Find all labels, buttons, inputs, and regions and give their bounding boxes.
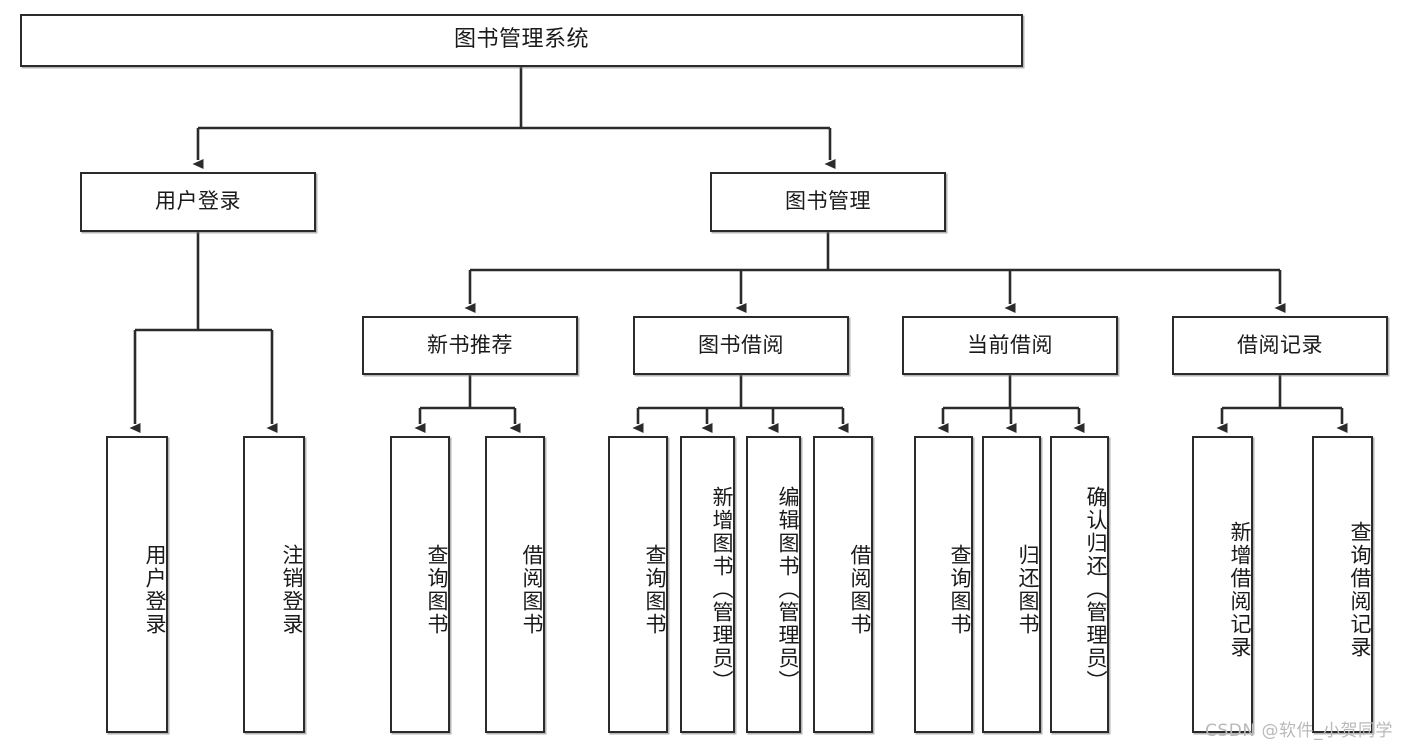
node-leaf-edit-book-admin[interactable]: 编辑图书（管理员） xyxy=(746,436,801,733)
node-leaf-edit-book-admin-label: 编辑图书（管理员） xyxy=(776,486,800,693)
node-leaf-query-book-2[interactable]: 查询图书 xyxy=(608,436,668,733)
node-leaf-query-book-1-label: 查询图书 xyxy=(425,543,449,636)
node-user-login[interactable]: 用户登录 xyxy=(80,172,316,232)
node-leaf-user-login-label: 用户登录 xyxy=(143,543,167,636)
node-leaf-borrow-book-2[interactable]: 借阅图书 xyxy=(813,436,873,733)
node-leaf-add-book-admin[interactable]: 新增图书（管理员） xyxy=(680,436,735,733)
node-borrow-record-label: 借阅记录 xyxy=(1237,332,1323,357)
node-leaf-add-borrow-record-label: 新增借阅记录 xyxy=(1228,520,1252,659)
node-leaf-confirm-return-admin-label: 确认归还（管理员） xyxy=(1084,486,1108,693)
node-leaf-logout[interactable]: 注销登录 xyxy=(243,436,305,733)
node-leaf-return-book[interactable]: 归还图书 xyxy=(982,436,1041,733)
node-borrow-record[interactable]: 借阅记录 xyxy=(1172,316,1388,375)
node-leaf-logout-label: 注销登录 xyxy=(280,543,304,636)
node-leaf-query-borrow-record[interactable]: 查询借阅记录 xyxy=(1312,436,1373,733)
node-leaf-borrow-book-1-label: 借阅图书 xyxy=(520,543,544,636)
node-leaf-confirm-return-admin[interactable]: 确认归还（管理员） xyxy=(1050,436,1109,733)
node-leaf-add-book-admin-label: 新增图书（管理员） xyxy=(710,486,734,693)
node-leaf-query-book-2-label: 查询图书 xyxy=(643,543,667,636)
node-leaf-query-book-3-label: 查询图书 xyxy=(948,543,972,636)
node-book-manage[interactable]: 图书管理 xyxy=(710,172,946,232)
node-book-borrow-label: 图书借阅 xyxy=(698,332,784,357)
node-new-book-recommend[interactable]: 新书推荐 xyxy=(362,316,578,375)
node-leaf-borrow-book-1[interactable]: 借阅图书 xyxy=(485,436,545,733)
node-book-borrow[interactable]: 图书借阅 xyxy=(633,316,849,375)
node-current-borrow-label: 当前借阅 xyxy=(967,332,1053,357)
watermark: CSDN @软件_小贺同学 xyxy=(1205,721,1393,741)
node-root-label: 图书管理系统 xyxy=(453,27,589,53)
node-user-login-label: 用户登录 xyxy=(155,189,241,214)
node-new-book-recommend-label: 新书推荐 xyxy=(427,332,513,357)
node-leaf-add-borrow-record[interactable]: 新增借阅记录 xyxy=(1192,436,1253,733)
node-leaf-query-borrow-record-label: 查询借阅记录 xyxy=(1348,520,1372,659)
node-leaf-return-book-label: 归还图书 xyxy=(1016,543,1040,636)
node-leaf-user-login[interactable]: 用户登录 xyxy=(106,436,168,733)
node-book-manage-label: 图书管理 xyxy=(785,189,871,214)
node-root[interactable]: 图书管理系统 xyxy=(20,14,1023,67)
node-leaf-query-book-1[interactable]: 查询图书 xyxy=(390,436,450,733)
node-leaf-query-book-3[interactable]: 查询图书 xyxy=(914,436,973,733)
node-current-borrow[interactable]: 当前借阅 xyxy=(902,316,1118,375)
node-leaf-borrow-book-2-label: 借阅图书 xyxy=(848,543,872,636)
